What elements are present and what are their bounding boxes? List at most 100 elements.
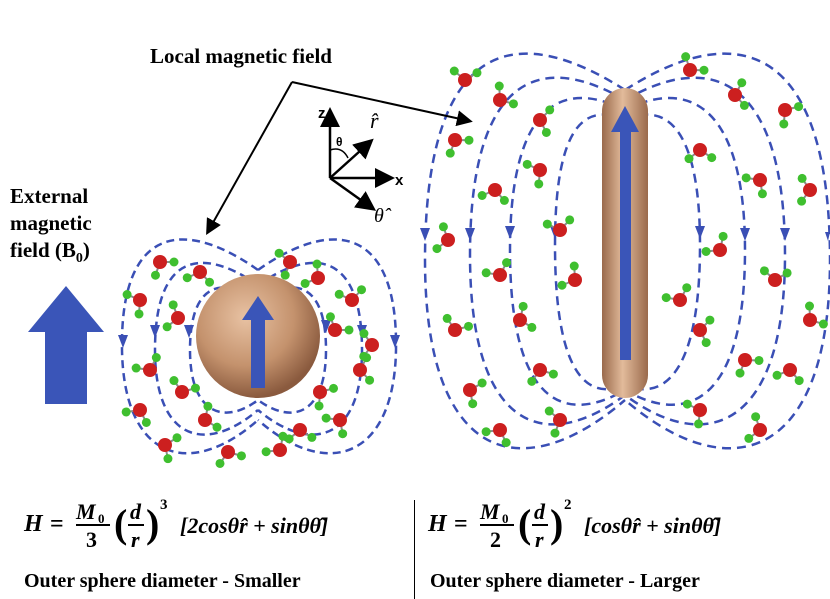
eq-left-lhs: H <box>23 511 44 537</box>
water-molecule <box>274 248 297 280</box>
water-molecule <box>759 266 792 287</box>
eq-left-numerator: M <box>75 499 97 524</box>
caption-smaller: Outer sphere diameter - Smaller <box>24 570 301 592</box>
water-molecule <box>261 431 288 457</box>
eq-right-numerator: M <box>479 499 501 524</box>
eq-right-frac-den: r <box>535 527 544 552</box>
water-molecule <box>522 159 547 189</box>
eq-left-exponent: 3 <box>160 497 168 513</box>
water-molecule <box>778 102 804 129</box>
water-molecule <box>681 52 709 77</box>
svg-text:(: ( <box>114 501 127 546</box>
water-molecule <box>542 215 575 237</box>
equation-left: H = M 0 3 ( d r ) 3 [2cosθr̂ + sinθθ̂] <box>20 495 410 561</box>
water-molecule <box>158 433 182 464</box>
water-molecule <box>198 401 222 432</box>
water-molecule <box>693 315 715 348</box>
water-molecule <box>682 399 707 429</box>
water-molecule <box>557 261 582 290</box>
external-field-line1: External <box>10 184 89 208</box>
local-field-label: Local magnetic field <box>150 44 332 68</box>
external-field-text: field (B <box>10 238 76 262</box>
water-molecule <box>321 413 348 439</box>
eq-right-frac-num: d <box>534 499 546 524</box>
eq-left-bracket: [2cosθr̂ + sinθθ̂] <box>180 513 328 538</box>
water-molecule <box>481 423 511 448</box>
eq-left-numerator-sub: 0 <box>98 511 105 526</box>
axis-z-label: z <box>318 105 326 122</box>
water-molecule <box>325 312 354 337</box>
eq-right-denominator: 2 <box>490 527 501 552</box>
caption-larger: Outer sphere diameter - Larger <box>430 570 700 592</box>
water-molecule <box>182 265 215 287</box>
water-molecule <box>741 173 767 199</box>
water-molecule <box>797 173 817 206</box>
rod-field-arrowheads <box>420 226 830 241</box>
water-molecule <box>735 353 764 378</box>
water-molecule <box>477 183 509 205</box>
water-molecule <box>544 406 567 438</box>
eq-right-bracket: [cosθr̂ + sinθθ̂] <box>584 513 721 538</box>
axis-theta-label: θ <box>336 135 343 149</box>
water-molecule <box>493 81 518 109</box>
water-molecule <box>728 78 749 110</box>
water-molecules <box>121 52 828 468</box>
water-molecule <box>744 412 767 443</box>
equation-left-svg: H = M 0 3 ( d r ) 3 [2cosθr̂ + sinθθ̂] <box>23 497 328 552</box>
water-molecule <box>121 403 151 427</box>
water-molecule <box>772 363 804 386</box>
svg-text:=: = <box>454 511 468 537</box>
eq-right-lhs: H <box>427 511 448 537</box>
water-molecule <box>215 445 246 468</box>
water-molecule <box>359 329 379 361</box>
local-field-pointers <box>206 81 473 235</box>
water-molecule <box>442 313 474 337</box>
water-molecule <box>131 353 161 377</box>
equation-right: H = M 0 2 ( d r ) 2 [cosθr̂ + sinθθ̂] <box>424 495 824 561</box>
water-molecule <box>122 290 147 319</box>
eq-left-frac-den: r <box>131 527 140 552</box>
axis-r-hat-label: r̂ <box>370 108 379 133</box>
water-molecule <box>661 283 692 307</box>
external-field-line3: field (B0) <box>10 237 92 272</box>
rod-field-lines <box>423 52 830 450</box>
water-molecule <box>432 222 455 254</box>
svg-text:): ) <box>550 501 563 546</box>
small-sphere <box>196 274 320 398</box>
water-molecule <box>684 143 717 164</box>
axis-x-label: x <box>395 172 404 189</box>
water-molecule <box>803 301 828 329</box>
water-molecule <box>533 105 555 137</box>
water-molecule <box>150 255 179 280</box>
water-molecule <box>449 66 482 87</box>
small-sphere-field-lines <box>120 238 398 455</box>
water-molecule <box>284 423 317 444</box>
water-molecule <box>527 363 558 386</box>
water-molecule <box>481 258 512 282</box>
water-molecule <box>300 259 325 288</box>
equation-divider <box>414 500 415 599</box>
eq-left-denominator: 3 <box>86 527 97 552</box>
water-molecule <box>162 300 185 332</box>
rod-particle <box>602 88 648 398</box>
external-field-close: ) <box>82 238 90 262</box>
water-molecule <box>513 301 537 332</box>
svg-text:): ) <box>146 501 159 546</box>
external-field-arrow <box>28 286 104 404</box>
svg-text:=: = <box>50 511 64 537</box>
water-molecule <box>445 133 474 158</box>
water-molecule <box>169 376 200 399</box>
water-molecule <box>334 285 367 307</box>
axis-theta-hat-label: θ̂ <box>374 205 392 227</box>
eq-left-frac-num: d <box>130 499 142 524</box>
water-molecule <box>313 383 339 411</box>
external-field-line2: magnetic <box>10 211 92 235</box>
external-field-sub: 0 <box>75 251 83 267</box>
equation-right-svg: H = M 0 2 ( d r ) 2 [cosθr̂ + sinθθ̂] <box>427 497 721 552</box>
svg-text:(: ( <box>518 501 531 546</box>
coordinate-axes <box>320 107 395 211</box>
eq-right-numerator-sub: 0 <box>502 511 509 526</box>
small-field-arrowheads <box>118 320 400 348</box>
water-molecule <box>701 231 728 257</box>
